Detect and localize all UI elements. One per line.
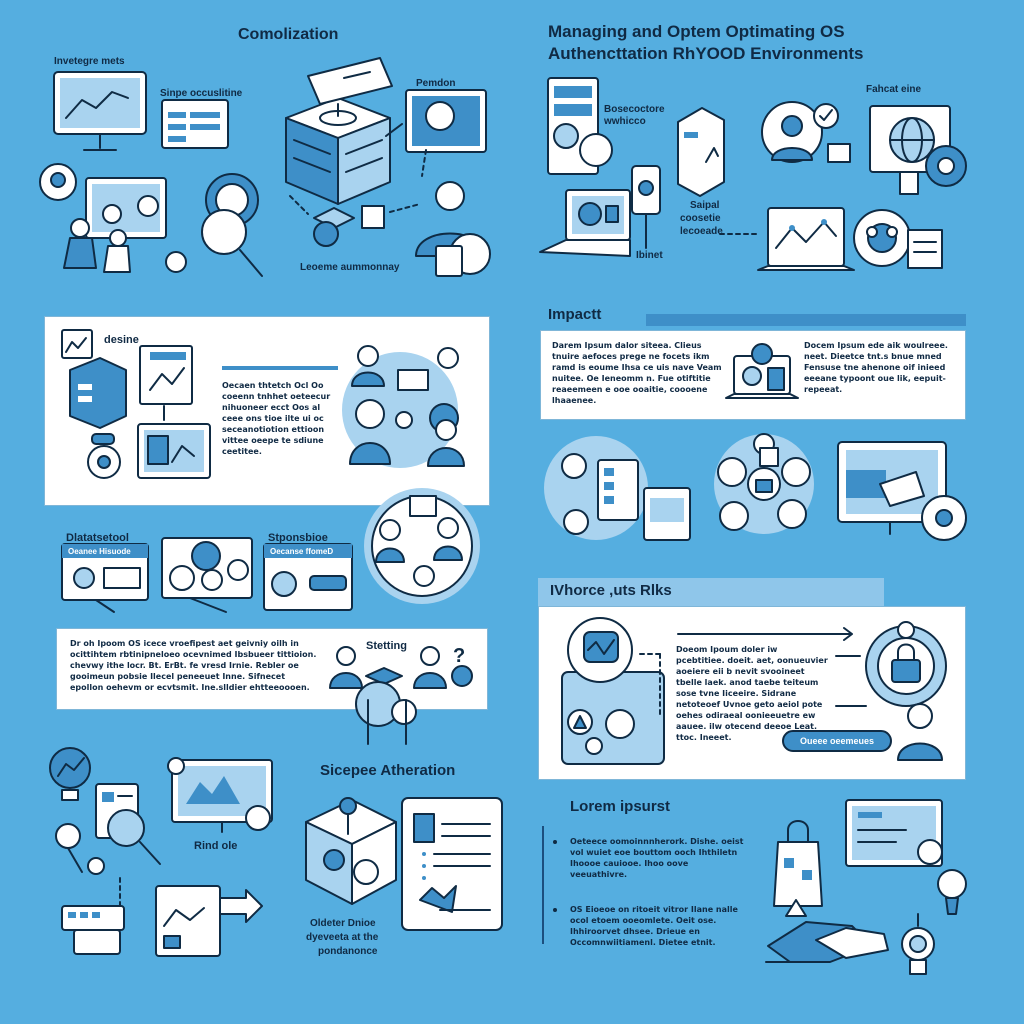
- datatool-label: Dlatatsetool: [66, 532, 129, 544]
- lorem-bullet-1-icon: [553, 840, 557, 844]
- server-rack-icon: [547, 77, 613, 175]
- vhorce-title: IVhorce ,uts Rlks: [550, 582, 672, 599]
- vhorce-paragraph: Doeom Ipoum doler iw pcebtitiee. doeit. …: [676, 645, 828, 742]
- center-screen-icon: [161, 537, 253, 613]
- fabric-label: Fahcat eine: [866, 84, 922, 95]
- user-lock-icon: [385, 123, 491, 277]
- document-stack-icon: [677, 107, 725, 197]
- phone-icon: [631, 165, 661, 249]
- lorem-bullet-2: OS Eioeoe on ritoeit vitror Ilane nalle …: [570, 905, 738, 947]
- bottom-left-note-title: Ocdibece: [418, 802, 464, 813]
- handshake-icon: [765, 921, 889, 963]
- wide-panel: [56, 628, 488, 710]
- bottom-left-caption-2: dyeveeta at the: [306, 932, 379, 943]
- impact-title: Impactt: [548, 306, 602, 323]
- bottom-left-doc-label: Ehiuen: [168, 892, 202, 903]
- bottom-left-label-right: Rind ole: [194, 840, 238, 852]
- storage-label: Sinpe occuslitine: [160, 88, 243, 99]
- connect-devices-icon: [289, 195, 421, 247]
- app-screens-icon: [544, 436, 691, 541]
- insights-label: Invetegre mets: [54, 56, 125, 67]
- ballot-box-icon: [305, 797, 397, 905]
- shopping-bag-screen-icon: [773, 799, 943, 917]
- platform-label: Pemdon: [416, 78, 456, 89]
- impact-paragraph-left: Darem Ipsum dalor siteea. Clieus tnuire …: [552, 341, 722, 405]
- spreadsheet-icon: [161, 99, 229, 149]
- arrow-document-icon: [119, 877, 263, 957]
- lorem-title: Lorem ipsurst: [570, 798, 671, 815]
- sponsor-label: Stponsbioe: [268, 532, 328, 544]
- top-right-title-line1: Managing and Optem Optimating OS: [548, 22, 845, 41]
- checklist-note-icon: [401, 797, 503, 931]
- ibinnet-label: Ibinet: [636, 250, 663, 261]
- network-hub-icon: [853, 209, 943, 269]
- laptop-security-icon: [539, 189, 631, 257]
- mobile-screen-icon: [405, 89, 487, 177]
- keyboard-cart-icon: [61, 905, 125, 955]
- mid-left-paragraph: Oecaen thtetch Ocl Oo coeenn tnhhet oete…: [222, 381, 331, 456]
- impact-title-bar: [646, 314, 966, 326]
- analytics-monitor-icon: [53, 71, 147, 151]
- lorem-bullet-1: Oeteece oomoinnnherork. Dishe. oeist vol…: [570, 837, 744, 879]
- gear-search-icon: [165, 173, 263, 277]
- resources-label: Bosecoctore wwhicco: [604, 104, 665, 127]
- team-workspace-icon: [39, 163, 167, 273]
- mid-left-title-bar: [222, 366, 338, 370]
- impact-paragraph-right: Docem Ipsum ede aik woulreee. neet. Diee…: [804, 341, 948, 394]
- monitor-hand-gear-icon: [837, 441, 967, 541]
- social-label-3: lecoeade: [680, 226, 723, 237]
- vhorce-title-bar: [538, 578, 884, 606]
- report-screen-icon: [167, 757, 273, 833]
- vhorce-action-button[interactable]: Oueee oeemeues: [782, 730, 892, 752]
- globe-gear-icon: [869, 105, 967, 195]
- bottom-left-title: Sicepee Atheration: [320, 762, 456, 779]
- wide-panel-heading: Stetting: [366, 640, 407, 652]
- social-label-1: Saipal: [690, 200, 720, 211]
- bottom-left-caption-3: pondanonce: [318, 946, 378, 957]
- lorem-divider: [542, 826, 544, 944]
- analytics-laptop-icon: [719, 207, 855, 271]
- magnify-document-icon: [55, 783, 161, 875]
- user-check-icon: [761, 101, 851, 163]
- top-left-title: Comolization: [238, 26, 339, 43]
- chart-gauge-icon: [49, 747, 91, 801]
- lower-label: Leoeme aummonnay: [300, 262, 400, 273]
- social-label-2: coosetie: [680, 213, 721, 224]
- vhorce-card-label-right: Mnsde: [612, 690, 644, 701]
- lorem-bullet-2-icon: [553, 908, 557, 912]
- server-cube-icon: [285, 57, 393, 205]
- idea-bulb-icon: [901, 869, 967, 975]
- datatool-screen-title: Oeanee Hisuode: [68, 547, 131, 556]
- network-locks-icon: [714, 433, 814, 534]
- vhorce-card-label-left: 26 8: [574, 690, 594, 701]
- top-right-title-line2: Authencttation RhYOOD Environments: [548, 44, 864, 63]
- bottom-left-caption-1: Oldeter Dnioe: [310, 918, 376, 929]
- sponsor-screen-title: Oecanse ffomeD: [270, 547, 334, 556]
- mid-left-heading: desine: [104, 334, 139, 346]
- wide-panel-paragraph: Dr oh Ipoom OS icece vroefipest aet geiv…: [70, 639, 317, 692]
